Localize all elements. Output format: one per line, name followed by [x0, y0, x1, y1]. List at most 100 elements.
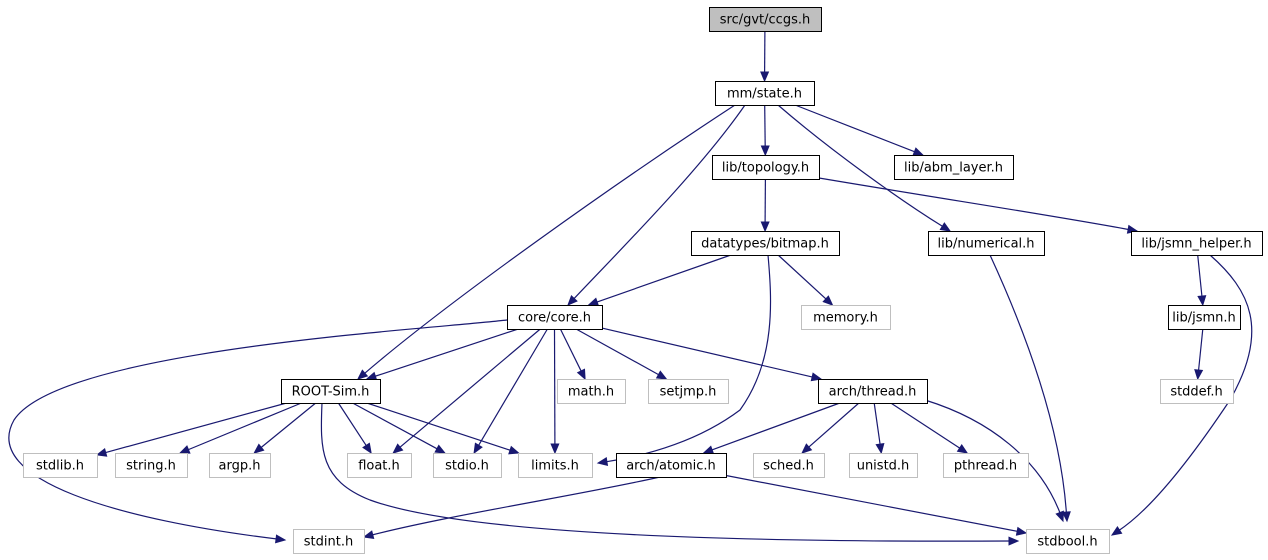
node-thread[interactable]: arch/thread.h — [818, 379, 928, 404]
node-box — [712, 155, 820, 180]
edge-line — [605, 254, 772, 463]
arrowhead-icon — [362, 530, 375, 540]
arrowhead-icon — [365, 371, 378, 381]
edge-state-to-numerical — [777, 104, 952, 232]
node-box — [648, 379, 729, 404]
node-label: src/gvt/ccgs.h — [720, 13, 810, 28]
edge-rootsim-to-stdio — [352, 402, 446, 454]
edge-line — [573, 104, 746, 300]
node-box — [691, 231, 840, 256]
arrowhead-icon — [95, 447, 108, 457]
arrowhead-icon — [253, 443, 265, 454]
arrowhead-icon — [760, 221, 770, 233]
node-argp: argp.h — [209, 453, 271, 478]
arrowhead-icon — [1110, 525, 1123, 536]
edge-bitmap-to-core — [587, 254, 732, 307]
arrowhead-icon — [939, 222, 952, 232]
edge-line — [777, 254, 828, 301]
edge-state-to-topology — [760, 104, 770, 157]
node-box — [433, 453, 502, 478]
node-label: lib/jsmn.h — [1172, 311, 1236, 326]
node-box — [115, 453, 188, 478]
edge-line — [601, 327, 814, 378]
node-jsmn[interactable]: lib/jsmn.h — [1168, 305, 1241, 330]
edge-rootsim-to-limits — [366, 402, 520, 455]
node-box — [1026, 529, 1110, 554]
edge-line — [807, 402, 860, 449]
edge-line — [477, 328, 548, 447]
node-label: argp.h — [219, 459, 261, 474]
edge-atomic-to-stdbool — [725, 474, 1028, 536]
arrowhead-icon — [587, 297, 600, 307]
arrowhead-icon — [956, 443, 969, 454]
edge-line — [890, 402, 961, 450]
edge-line — [1197, 328, 1204, 372]
node-box — [616, 453, 727, 478]
edge-topology-to-bitmap — [760, 178, 770, 233]
edge-line — [366, 402, 512, 452]
node-numerical[interactable]: lib/numerical.h — [928, 231, 1045, 256]
nodes-layer: src/gvt/ccgs.h mm/state.h lib/topology.h li… — [23, 7, 1263, 554]
edge-bitmap-to-memory — [777, 254, 834, 306]
node-jsmnhelper[interactable]: lib/jsmn_helper.h — [1131, 231, 1263, 256]
edge-core-to-float — [392, 328, 541, 454]
edge-line — [104, 402, 287, 454]
arrowhead-icon — [1055, 510, 1064, 523]
edge-state-to-abm — [794, 104, 925, 156]
edge-line — [320, 402, 1011, 542]
node-unistd: unistd.h — [849, 453, 918, 478]
edge-rootsim-to-string — [178, 402, 302, 454]
node-label: lib/jsmn_helper.h — [1141, 237, 1251, 252]
node-label: stdlib.h — [36, 459, 84, 474]
node-stdint: stdint.h — [293, 529, 365, 554]
node-state[interactable]: mm/state.h — [715, 81, 815, 106]
node-rootsim[interactable]: ROOT-Sim.h — [281, 379, 381, 404]
node-box — [557, 379, 626, 404]
arrowhead-icon — [1008, 536, 1020, 546]
edge-jsmnhelper-to-jsmn — [1197, 254, 1207, 307]
node-box — [928, 231, 1045, 256]
arrowhead-icon — [875, 442, 885, 455]
node-label: stdbool.h — [1037, 535, 1097, 550]
node-stddef: stddef.h — [1160, 379, 1234, 404]
edge-line — [559, 328, 583, 373]
node-label: unistd.h — [857, 459, 910, 474]
edge-line — [363, 104, 736, 375]
arrowhead-icon — [801, 443, 813, 454]
node-label: ROOT-Sim.h — [292, 385, 370, 400]
edge-line — [725, 474, 1019, 533]
node-pthread: pthread.h — [943, 453, 1029, 478]
node-label: lib/numerical.h — [937, 237, 1034, 252]
edge-jsmn-to-stddef — [1194, 328, 1204, 381]
edge-rootsim-to-stdlib — [95, 402, 287, 457]
edge-state-to-core — [567, 104, 746, 306]
node-box — [281, 379, 381, 404]
node-string: string.h — [115, 453, 188, 478]
arrowhead-icon — [508, 445, 520, 455]
node-box — [709, 7, 822, 32]
node-topology[interactable]: lib/topology.h — [712, 155, 820, 180]
arrowhead-icon — [810, 372, 823, 382]
edge-numerical-to-stdbool — [989, 254, 1071, 523]
arrowhead-icon — [567, 294, 578, 306]
node-label: stddef.h — [1170, 385, 1222, 400]
node-abm[interactable]: lib/abm_layer.h — [894, 155, 1014, 180]
edge-line — [398, 328, 541, 449]
node-box — [943, 453, 1029, 478]
arrowhead-icon — [362, 442, 372, 455]
node-label: datatypes/bitmap.h — [701, 237, 829, 252]
node-bitmap[interactable]: datatypes/bitmap.h — [691, 231, 840, 256]
node-box — [801, 305, 891, 330]
arrowhead-icon — [1061, 511, 1071, 523]
edge-line — [989, 254, 1067, 514]
node-atomic[interactable]: arch/atomic.h — [616, 453, 727, 478]
node-box — [518, 453, 593, 478]
edge-core-to-math — [559, 328, 586, 381]
node-box — [1160, 379, 1234, 404]
node-float: float.h — [347, 453, 412, 478]
edge-line — [818, 177, 1130, 231]
edge-state-to-rootsim — [357, 104, 736, 380]
node-core[interactable]: core/core.h — [507, 305, 603, 330]
edge-core-to-stdio — [473, 328, 548, 455]
node-stdbool: stdbool.h — [1026, 529, 1110, 554]
